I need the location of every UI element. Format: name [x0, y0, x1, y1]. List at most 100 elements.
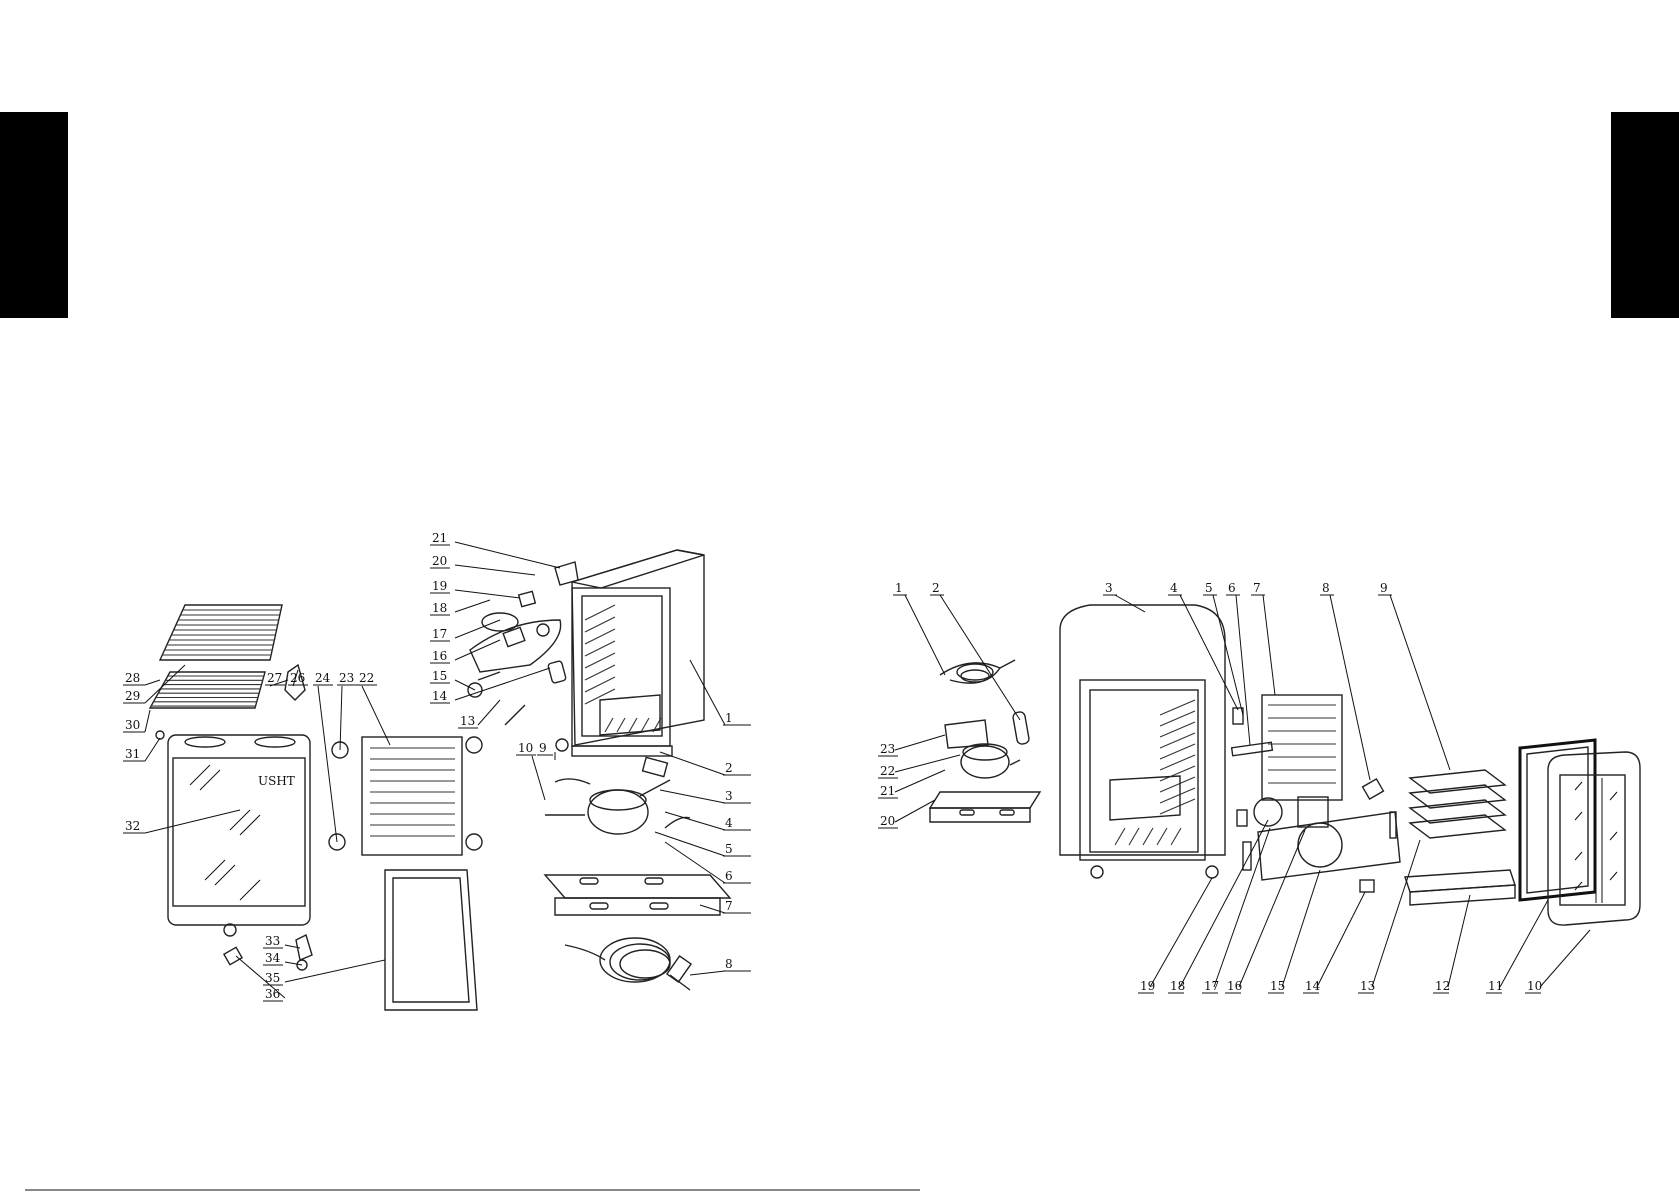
left-callout-leader-24	[318, 686, 337, 842]
left-callout-1: 1	[690, 660, 751, 725]
left-callout-label-7: 7	[725, 899, 733, 913]
left-callout-leader-19	[455, 590, 520, 598]
compressor-left	[545, 757, 690, 834]
left-callout-label-19: 19	[432, 579, 447, 593]
left-callout-26: 26	[288, 670, 308, 686]
right-callout-12: 12	[1433, 895, 1470, 993]
left-callout-leader-3	[660, 790, 725, 803]
left-callout-label-13: 13	[460, 714, 475, 728]
right-callout-8: 8	[1320, 581, 1370, 780]
right-callout-leader-4	[1180, 595, 1238, 710]
left-callout-leader-30	[145, 710, 150, 732]
right-callout-leader-15	[1282, 870, 1320, 987]
left-callout-18: 18	[430, 600, 490, 615]
right-callout-label-1: 1	[895, 581, 903, 595]
right-callout-2: 2	[930, 581, 1020, 720]
left-callout-leader-13	[478, 700, 500, 725]
right-callout-leader-16	[1239, 830, 1305, 987]
right-callout-label-15: 15	[1270, 979, 1285, 993]
right-callout-19: 19	[1138, 878, 1212, 993]
left-callout-label-24: 24	[315, 671, 331, 685]
right-callout-leader-3	[1115, 595, 1145, 612]
left-callout-27: 27	[265, 671, 288, 686]
right-callout-leader-10	[1540, 930, 1590, 987]
left-callout-label-10: 10	[518, 741, 533, 755]
left-callout-19: 19	[430, 579, 520, 598]
right-callout-3: 3	[1103, 581, 1145, 612]
left-callout-33: 33	[263, 934, 300, 948]
right-callout-label-23: 23	[880, 742, 895, 756]
power-cord-left	[565, 938, 691, 990]
left-callout-label-15: 15	[432, 669, 447, 683]
left-callout-22: 22	[357, 671, 390, 745]
right-callout-10: 10	[1525, 930, 1590, 993]
right-callout-leader-12	[1448, 895, 1470, 987]
left-callout-label-36: 36	[265, 987, 280, 1001]
back-cover-panel	[1258, 812, 1400, 880]
left-callout-label-23: 23	[339, 671, 354, 685]
base-bracket-right	[930, 792, 1040, 822]
door-gasket-left	[385, 870, 477, 1010]
evaporator-panel-right	[1262, 695, 1342, 800]
left-callout-leader-6	[665, 842, 725, 883]
left-callout-leader-16	[455, 640, 500, 660]
right-callout-label-13: 13	[1360, 979, 1375, 993]
right-callout-16: 16	[1225, 830, 1305, 993]
thermostat-housing	[468, 562, 578, 725]
right-callout-label-5: 5	[1205, 581, 1213, 595]
right-callout-label-10: 10	[1527, 979, 1542, 993]
left-callout-leader-18	[455, 600, 490, 612]
right-callout-9: 9	[1378, 581, 1450, 770]
right-callout-label-9: 9	[1380, 581, 1388, 595]
left-callout-34: 34	[263, 951, 302, 965]
right-callout-label-21: 21	[880, 784, 895, 798]
right-callout-18: 18	[1168, 820, 1268, 993]
left-callout-7: 7	[700, 899, 751, 913]
left-callout-28: 28	[123, 671, 160, 685]
right-callout-leader-19	[1150, 878, 1212, 987]
left-callout-leader-21	[455, 542, 560, 568]
right-callout-leader-1	[905, 595, 945, 675]
door-brand-logo: USHT	[258, 774, 295, 788]
right-callout-7: 7	[1251, 581, 1275, 695]
left-callout-label-14: 14	[432, 689, 448, 703]
left-callout-label-2: 2	[725, 761, 733, 775]
left-callout-31: 31	[123, 738, 160, 761]
evaporator-panel-left	[362, 737, 462, 855]
left-callout-label-33: 33	[265, 934, 280, 948]
right-callout-15: 15	[1268, 870, 1320, 993]
door-gasket-right	[1520, 740, 1595, 900]
callouts-left: 1234567891013141516171819202122232426272…	[123, 531, 751, 1001]
left-callout-leader-14	[455, 668, 550, 700]
left-callout-label-34: 34	[265, 951, 281, 965]
left-callout-label-28: 28	[125, 671, 140, 685]
right-callout-leader-22	[895, 755, 960, 772]
right-callout-leader-20	[895, 800, 935, 822]
left-callout-13: 13	[458, 700, 500, 728]
adjustable-foot	[466, 834, 482, 850]
leveling-foot	[466, 737, 482, 753]
compressor-right	[961, 744, 1020, 778]
left-callout-label-29: 29	[125, 689, 140, 703]
left-callout-label-3: 3	[725, 789, 733, 803]
left-callout-24: 24	[313, 671, 337, 842]
left-callout-35: 35	[263, 960, 385, 985]
left-callout-label-16: 16	[432, 649, 447, 663]
left-callout-leader-32	[145, 810, 240, 833]
left-callout-21: 21	[430, 531, 560, 568]
right-callout-leader-23	[895, 735, 945, 750]
left-callout-label-26: 26	[290, 671, 305, 685]
left-callout-label-20: 20	[432, 554, 447, 568]
left-callout-leader-2	[660, 752, 725, 775]
left-callout-leader-5	[655, 832, 725, 856]
left-callout-3: 3	[660, 789, 751, 803]
right-callout-label-22: 22	[880, 764, 895, 778]
right-callout-20: 20	[878, 800, 935, 828]
left-callout-leader-35	[285, 960, 385, 982]
right-callout-label-16: 16	[1227, 979, 1242, 993]
left-callout-23: 23	[337, 671, 357, 750]
left-exploded-diagram: USHT	[150, 550, 730, 1010]
left-callout-label-1: 1	[725, 711, 733, 725]
switch-button	[1360, 880, 1374, 892]
left-callout-20: 20	[430, 554, 535, 575]
